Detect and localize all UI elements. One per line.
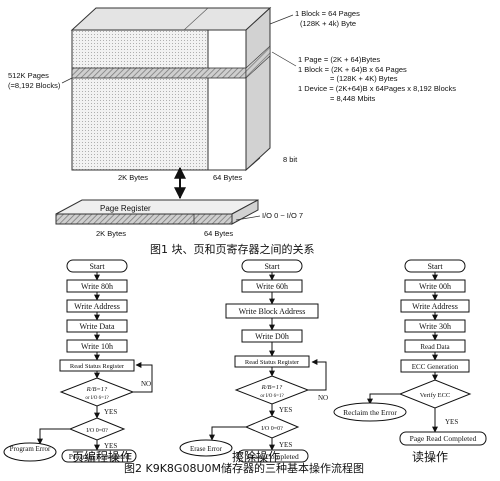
erase-no-label: NO	[318, 394, 328, 402]
program-error-node	[3, 442, 57, 462]
figure-1-caption: 图1 块、页和页寄存器之间的关系	[150, 242, 315, 256]
erase-done-text: Erase Completed	[247, 452, 299, 461]
page-row-highlight-side	[245, 45, 271, 79]
block-equation-1: 1 Block = (2K + 64)B x 64 Pages	[298, 65, 407, 74]
bit-width-label: 8 bit	[283, 155, 298, 164]
program-op-label: 页编程操作	[72, 449, 132, 464]
program-step-5-text: Read Status Register	[70, 363, 125, 370]
block-def-1: 1 Block = 64 Pages	[295, 9, 360, 18]
program-yes-label-2: YES	[104, 442, 117, 450]
main-bytes-label: 2K Bytes	[118, 173, 148, 182]
device-equation-1: 1 Device = (2K+64)B x 64Pages x 8,192 Bl…	[298, 84, 456, 93]
device-equation-2: = 8,448 Mbits	[330, 94, 375, 103]
erase-decision-2-text: I/O 0=0?	[261, 426, 283, 432]
figure-2-caption: 图2 K9K8G08U0M储存器的三种基本操作流程图	[124, 461, 364, 475]
register-main-bytes: 2K Bytes	[96, 229, 126, 238]
spare-bytes-label: 64 Bytes	[213, 173, 242, 182]
erase-error-node	[179, 439, 233, 457]
block-right-face	[245, 6, 271, 172]
read-flowchart: Start Write 00h Write Address Write 30h …	[333, 259, 487, 446]
bit-width-line	[245, 157, 261, 171]
erase-step-2-text: Write Block Address	[239, 307, 306, 316]
read-error-text: Reclaim the Error	[343, 408, 397, 417]
erase-op-label: 擦除操作	[232, 449, 280, 464]
erase-step-3-text: Write D0h	[255, 332, 289, 341]
erase-flowchart: Start Write 60h Write Block Address Writ…	[179, 259, 328, 463]
read-step-4-text: Read Data	[420, 343, 450, 351]
read-error-node	[333, 402, 407, 422]
program-decision-1-text-1: R/B=1?	[86, 386, 108, 393]
block-top-face	[70, 7, 272, 31]
read-done-node	[399, 431, 487, 446]
page-equation: 1 Page = (2K + 64)Bytes	[298, 55, 380, 64]
read-decision-text: Verify ECC	[420, 392, 451, 399]
read-step-5-text: ECC Generation	[412, 363, 459, 371]
program-flowchart: Start Write 80h Write Address Write Data…	[3, 259, 153, 463]
page-register-top	[55, 199, 259, 215]
program-decision-2-text: I/O 0=0?	[86, 428, 108, 434]
read-step-2-text: Write Address	[412, 302, 458, 311]
page-register-front	[55, 213, 233, 225]
erase-error-text: Erase Error	[190, 445, 223, 453]
erase-yes-label-2: YES	[279, 441, 292, 449]
register-spare-bytes: 64 Bytes	[204, 229, 233, 238]
erase-done-node	[237, 449, 309, 463]
memory-array-diagram: 512K Pages (=8,192 Blocks) 1 Block = 64 …	[8, 6, 456, 238]
program-step-1-text: Write 80h	[81, 282, 113, 291]
page-row-highlight	[71, 67, 247, 79]
erase-decision-1-text-1: R/B=1?	[261, 384, 283, 391]
read-step-3-text: Write 30h	[419, 322, 451, 331]
io-range-label: I/O 0 ~ I/O 7	[262, 211, 303, 220]
program-done-node	[61, 449, 137, 463]
program-done-text: Program Completed	[69, 452, 130, 461]
erase-step-1-text: Write 60h	[256, 282, 288, 291]
erase-decision-1-text-2: or I/O 6=1?	[260, 394, 284, 399]
erase-yes-label-1: YES	[279, 406, 292, 414]
page-register-label: Page Register	[100, 204, 151, 213]
program-decision-1-text-2: or I/O 6=1?	[85, 396, 109, 401]
read-start-text: Start	[427, 262, 443, 271]
erase-start-text: Start	[264, 262, 280, 271]
block-front-spare	[207, 29, 247, 171]
program-start-text: Start	[89, 262, 105, 271]
read-done-text: Page Read Completed	[410, 434, 477, 443]
program-yes-label-1: YES	[104, 408, 117, 416]
block-equation-2: = (128K + 4K) Bytes	[330, 74, 398, 83]
program-step-4-text: Write 10h	[81, 342, 113, 351]
read-op-label: 读操作	[412, 449, 448, 464]
read-yes-label: YES	[445, 418, 458, 426]
program-no-label: NO	[141, 380, 151, 388]
pages-label-2: (=8,192 Blocks)	[8, 81, 61, 90]
program-error-text: Program Error	[10, 445, 51, 453]
block-def-2: (128K + 4k) Byte	[300, 19, 356, 28]
read-step-1-text: Write 00h	[419, 282, 451, 291]
program-step-3-text: Write Data	[80, 322, 115, 331]
program-step-2-text: Write Address	[74, 302, 120, 311]
erase-step-4-text: Read Status Register	[245, 359, 300, 366]
block-front-main	[71, 29, 209, 171]
pages-label-1: 512K Pages	[8, 71, 49, 80]
